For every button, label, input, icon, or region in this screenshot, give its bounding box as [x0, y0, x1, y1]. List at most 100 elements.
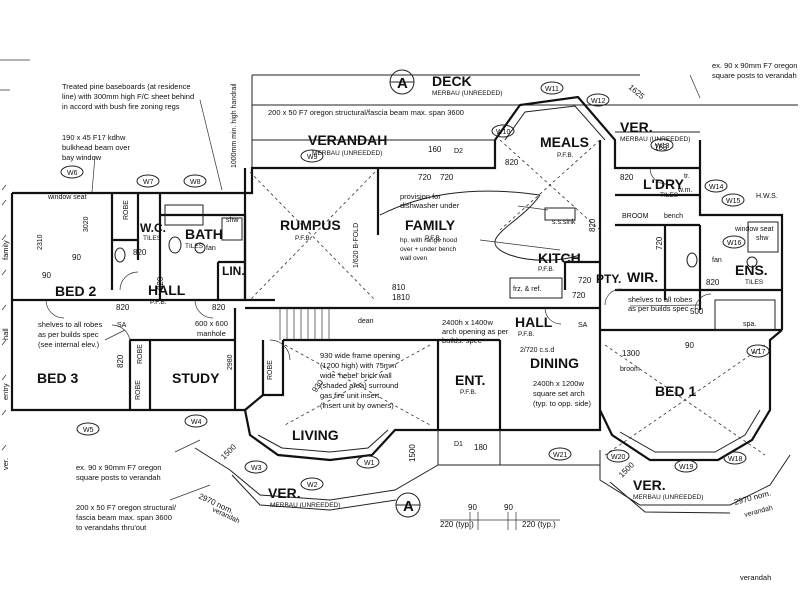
window-tag-w19: W19 [679, 464, 694, 471]
dim-1500-a: 1500 [219, 442, 238, 461]
walls [10, 74, 798, 514]
stairs-hall [279, 308, 330, 340]
room-label-study: STUDY [172, 370, 220, 386]
note-manhole-1: 600 x 600 [195, 319, 228, 328]
note-posts-ne-1: ex. 90 x 90mm F7 oregon [712, 61, 797, 70]
dim-160: 160 [428, 145, 442, 154]
leader-lines [91, 74, 701, 501]
bed1-cross [604, 344, 766, 456]
dim-2970-b: 2970 nom. [733, 488, 772, 506]
dim-500: 500 [690, 307, 704, 316]
robe-label-3: ROBE [267, 360, 274, 380]
note-opening-5: gas fire unit insert [320, 391, 380, 400]
window-tag-w13: W13 [655, 143, 670, 150]
note-arch-d-2: square set arch [533, 389, 585, 398]
room-sub-hall-e: P.F.B. [518, 331, 535, 338]
note-dishwasher-2: dishwasher under [400, 201, 460, 210]
room-label-hall-e: HALL [515, 314, 553, 330]
dim-820-meals: 820 [505, 158, 519, 167]
note-range-3: wall oven [399, 255, 427, 262]
note-robe-dim2: 3020 [83, 216, 90, 232]
note-beam-sw-2: fascia beam max. span 3600 [76, 513, 172, 522]
dim-820-ens: 820 [706, 278, 720, 287]
note-broom: broom [620, 366, 640, 373]
note-beam-sw-1: 200 x 50 F7 oregon structural/ [76, 503, 177, 512]
window-tag-w4: W4 [191, 419, 202, 426]
dim-720-c: 720 [572, 291, 586, 300]
room-label-wir: WIR. [627, 269, 658, 285]
room-label-bed3: BED 3 [37, 370, 78, 386]
room-label-lin: LIN. [222, 264, 245, 278]
dim-90-c: 90 [685, 341, 694, 350]
room-sub-deck: MERBAU (UNREEDED) [432, 90, 502, 97]
note-arch-d-3: (typ. to opp. side) [533, 399, 591, 408]
room-label-deck: DECK [432, 73, 472, 89]
note-shelves-e-2: as per builds spec [628, 304, 689, 313]
window-tag-w20: W20 [611, 454, 626, 461]
window-tag-w15: W15 [726, 198, 741, 205]
note-arch-2: arch opening as per [442, 327, 509, 336]
window-tag-ovals [60, 81, 770, 491]
room-label-dining: DINING [530, 355, 579, 371]
fixtures [114, 204, 779, 331]
note-shelves-e-1: shelves to all robes [628, 295, 692, 304]
note-opening-4: (shaded area) surround [320, 381, 398, 390]
note-range-1: hp. with range hood [400, 237, 457, 244]
room-sub-kitch: P.F.B. [538, 266, 555, 273]
note-opening-3: wide 'hebel' brick wall [319, 371, 392, 380]
bottom-edge-verandah: verandah [740, 573, 771, 582]
note-shelves-w-2: as per builds spec [38, 330, 99, 339]
dim-1810: 1810 [392, 293, 410, 302]
section-marker-bottom [395, 492, 421, 518]
note-shw-ens: shw [756, 235, 769, 242]
room-label-living: LIVING [292, 427, 339, 443]
room-label-hall-w: HALL [148, 282, 186, 298]
room-label-kitch: KITCH. [538, 250, 585, 266]
room-label-ver-sw: VER. [268, 485, 301, 501]
note-opening-6: (insert unit by owners) [320, 401, 394, 410]
left-edge-labels: ver. entry hall family [1, 240, 10, 470]
room-sub-ver-se: MERBAU (UNREEDED) [633, 494, 703, 501]
dim-90-a: 90 [42, 271, 51, 280]
room-sub-hall-w: P.F.B. [150, 299, 167, 306]
room-label-verandah: VERANDAH [308, 132, 387, 148]
room-sub-ver-sw: MERBAU (UNREEDED) [270, 502, 340, 509]
window-tag-w18: W18 [728, 456, 743, 463]
dim-820-ldry: 820 [620, 173, 634, 182]
note-posts-sw-2: square posts to verandah [76, 473, 161, 482]
section-marker-bottom-label: A [403, 498, 414, 515]
room-sub-bath: TILES [185, 243, 204, 250]
room-labels: DECK MERBAU (UNREEDED) VERANDAH MERBAU (… [37, 73, 768, 509]
dim-90-d: 90 [468, 503, 477, 512]
room-label-bath: BATH [185, 226, 223, 242]
note-arch-1: 2400h x 1400w [442, 318, 493, 327]
note-frz-ref: frz. & ref. [513, 286, 541, 293]
window-tag-w11: W11 [545, 86, 559, 93]
dim-820-bed3: 820 [116, 354, 125, 368]
note-shelves-w-3: (see internal elev.) [38, 340, 100, 349]
note-window-seat-ens: window seat [734, 226, 774, 233]
room-sub-rumpus: P.F.B. [295, 235, 312, 242]
note-shw-bath: shw [226, 217, 239, 224]
room-sub-ens: TILES [745, 279, 764, 286]
left-edge-hall: hall [1, 328, 10, 340]
room-sub-verandah: MERBAU (UNREEDED) [312, 150, 382, 157]
note-shelves-w-1: shelves to all robes [38, 320, 102, 329]
living-cross [284, 344, 431, 426]
room-label-bed1: BED 1 [655, 383, 696, 399]
room-label-meals: MEALS [540, 134, 589, 150]
note-bench: bench [664, 213, 683, 220]
robe-label-4: ROBE [137, 344, 144, 364]
room-label-ver-ne: VER. [620, 119, 653, 135]
note-range-2: over + under bench [400, 246, 457, 253]
room-label-ent: ENT. [455, 372, 485, 388]
hatching-west-walls [0, 59, 30, 451]
window-tag-w7: W7 [143, 179, 154, 186]
window-tags: W1 W2 W3 W4 W5 W6 W7 W8 W9 W10 W11 W12 W… [67, 86, 766, 489]
note-sa-e: SA [578, 322, 588, 329]
note-baseboards-1: Treated pine baseboards (at residence [62, 82, 191, 91]
dim-720-wir: 720 [655, 236, 664, 250]
door-swings [45, 167, 712, 361]
door-tag-d2: D2 [454, 148, 463, 155]
